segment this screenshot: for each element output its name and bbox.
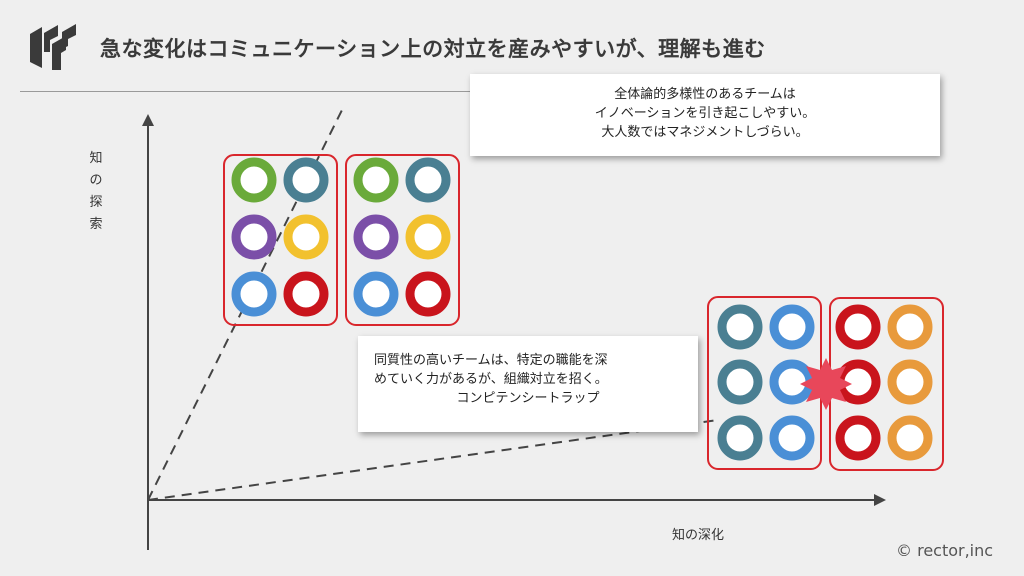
callout-line: 全体論的多様性のあるチームは	[614, 87, 796, 102]
diverse-team-a-member-blue	[231, 271, 277, 317]
conflict-burst-icon	[800, 358, 852, 410]
y-axis-arrow	[142, 114, 154, 126]
homogeneous-team-a-member-teal	[717, 415, 763, 461]
homogeneous-team-b-member-orange	[887, 304, 933, 350]
member-circles	[231, 157, 933, 461]
title-divider	[20, 91, 470, 92]
diverse-team-a-member-red	[283, 271, 329, 317]
page-title: 急な変化はコミュニケーション上の対立を産みやすいが、理解も進む	[100, 37, 766, 61]
logo-mark	[30, 24, 76, 70]
callout-diverse-team: 全体論的多様性のあるチームは イノベーションを引き起こしやすい。 大人数ではマネ…	[470, 74, 940, 156]
callout-homogeneous-team: 同質性の高いチームは、特定の職能を深 めていく力があるが、組織対立を招く。 コン…	[358, 336, 698, 432]
homogeneous-team-b-member-red	[835, 415, 881, 461]
diverse-team-a-member-green	[231, 157, 277, 203]
diverse-team-a-member-teal	[283, 157, 329, 203]
homogeneous-team-a-member-teal	[717, 304, 763, 350]
callout-line: コンピテンシートラップ	[456, 391, 600, 406]
homogeneous-team-a-member-blue	[769, 304, 815, 350]
homogeneous-team-a-member-teal	[717, 359, 763, 405]
homogeneous-team-b-member-red	[835, 304, 881, 350]
callout-line: 大人数ではマネジメントしづらい。	[601, 125, 809, 140]
diverse-team-a-member-purple	[231, 214, 277, 260]
diverse-team-b-member-purple	[353, 214, 399, 260]
callout-line: 同質性の高いチームは、特定の職能を深	[374, 353, 608, 368]
y-axis-label-char: 索	[89, 217, 103, 232]
diverse-team-b-member-red	[405, 271, 451, 317]
homogeneous-team-a-member-blue	[769, 415, 815, 461]
team-frame-diverse-b	[345, 154, 460, 326]
copyright-text: © rector,inc	[896, 541, 994, 560]
x-axis-arrow	[874, 494, 886, 506]
diverse-team-b-member-blue	[353, 271, 399, 317]
homogeneous-team-b-member-orange	[887, 415, 933, 461]
diverse-team-b-member-green	[353, 157, 399, 203]
y-axis-label-char: の	[89, 173, 103, 188]
callout-line: イノベーションを引き起こしやすい。	[594, 106, 816, 121]
exploitation-dashed-line	[147, 419, 719, 501]
callout-line: めていく力があるが、組織対立を招く。	[374, 372, 608, 387]
homogeneous-team-b-member-orange	[887, 359, 933, 405]
y-axis-label-char: 探	[89, 195, 103, 210]
team-frame-diverse-a	[223, 154, 338, 326]
diverse-team-b-member-yellow	[405, 214, 451, 260]
y-axis-label: 知 の 探 索	[86, 148, 106, 236]
y-axis-label-char: 知	[89, 151, 103, 166]
x-axis-label: 知の深化	[672, 528, 725, 543]
diverse-team-b-member-teal	[405, 157, 451, 203]
diverse-team-a-member-yellow	[283, 214, 329, 260]
